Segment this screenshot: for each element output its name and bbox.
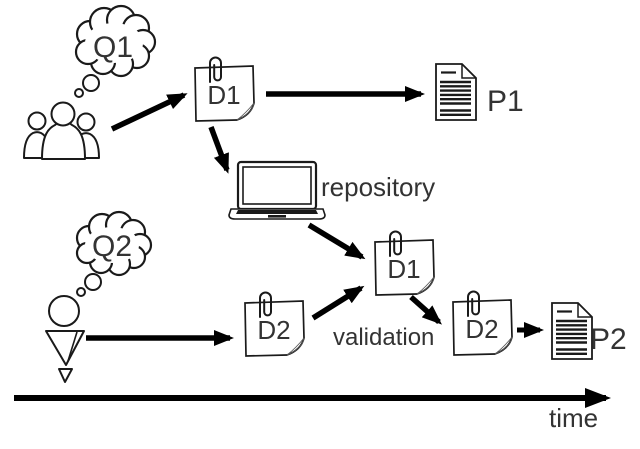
bubble-interior bbox=[85, 23, 143, 63]
q1-label: Q1 bbox=[93, 31, 133, 64]
p1-label: P1 bbox=[487, 85, 524, 118]
sticky-note-d2-validated: D2 bbox=[452, 290, 513, 356]
arrow-repository-to-d1 bbox=[307, 222, 366, 260]
paper-p2 bbox=[550, 301, 594, 361]
validation-caption: validation bbox=[333, 324, 434, 351]
arrow-people-to-d1 bbox=[110, 92, 188, 132]
person-body-shading bbox=[67, 331, 78, 362]
q2-label: Q2 bbox=[92, 230, 132, 263]
d2-validated-label: D2 bbox=[465, 314, 498, 344]
d1-validated-label: D1 bbox=[387, 254, 420, 284]
sticky-note-d1-first: D1 bbox=[194, 56, 255, 122]
bubble-trail-large bbox=[82, 74, 100, 92]
person-icon bbox=[45, 295, 85, 383]
people-group-icon bbox=[23, 101, 100, 160]
laptop-icon bbox=[228, 160, 326, 220]
bubble-interior bbox=[85, 227, 139, 263]
repository-caption: repository bbox=[321, 172, 435, 202]
d1-first-label: D1 bbox=[207, 80, 240, 110]
bubble-trail-small bbox=[74, 88, 84, 98]
arrow-d1-to-d2 bbox=[409, 294, 442, 325]
bubble-trail-small bbox=[76, 287, 86, 297]
laptop-keyboard bbox=[236, 210, 318, 214]
arrow-d1-to-repository bbox=[208, 126, 230, 174]
arrow-d2-to-d1 bbox=[311, 285, 365, 321]
thought-bubble-q1: Q1 bbox=[74, 4, 157, 98]
sticky-note-d2-first: D2 bbox=[244, 291, 305, 357]
p2-label: P2 bbox=[590, 323, 627, 356]
bubble-trail-large bbox=[84, 273, 102, 291]
paper-p1 bbox=[434, 62, 478, 122]
d2-first-label: D2 bbox=[257, 315, 290, 345]
sticky-note-d1-validated: D1 bbox=[374, 230, 435, 296]
time-caption: time bbox=[549, 403, 598, 433]
laptop-notch bbox=[268, 215, 286, 218]
thought-bubble-q2: Q2 bbox=[75, 210, 153, 297]
